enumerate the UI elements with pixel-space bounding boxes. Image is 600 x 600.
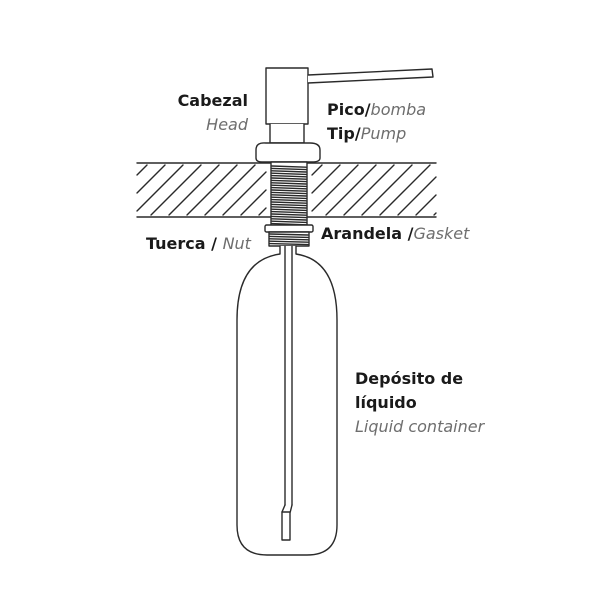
- countertop: [136, 162, 437, 218]
- thread-line: [271, 210, 307, 214]
- thread-line: [271, 179, 307, 183]
- thread-line: [271, 208, 307, 212]
- thread-line: [271, 198, 307, 202]
- tip-label-line2: Tip/Pump: [327, 124, 407, 143]
- nut-thread-line: [269, 235, 309, 239]
- hatch-line: [415, 194, 437, 216]
- hatch-line: [168, 164, 220, 216]
- hatch-line: [433, 212, 437, 216]
- hatch-line: [397, 176, 437, 216]
- nut-thread-line: [269, 233, 309, 236]
- container-label: Depósito de líquido Liquid container: [355, 367, 484, 439]
- head-label-en: Head: [206, 115, 248, 134]
- nut-thread-line: [269, 238, 309, 241]
- thread-line: [271, 186, 307, 190]
- hatch-line: [136, 164, 184, 212]
- thread-line: [271, 170, 307, 173]
- tip-label: Pico/bomba Tip/Pump: [327, 98, 426, 146]
- hatch-line: [186, 164, 238, 216]
- threaded-shank: [270, 161, 308, 227]
- container-label-es2: líquido: [355, 393, 417, 412]
- thread-line: [271, 220, 307, 224]
- gasket: [264, 224, 314, 233]
- hatch-line: [136, 164, 148, 176]
- hatch-line: [204, 164, 256, 216]
- hatch-line: [361, 164, 413, 216]
- thread-line: [271, 172, 307, 176]
- thread-line: [271, 206, 307, 209]
- hatch-line: [136, 164, 166, 194]
- pump-tube: [281, 245, 293, 541]
- dispenser-head: [255, 67, 434, 163]
- thread-line: [271, 165, 307, 168]
- hatch-line: [150, 164, 202, 216]
- hatch-line: [311, 164, 341, 194]
- hatch-line: [379, 164, 431, 216]
- thread-line: [271, 182, 307, 185]
- nut-thread-line: [269, 242, 309, 246]
- head-label: Cabezal Head: [150, 89, 248, 137]
- hatch-line: [343, 164, 395, 216]
- gasket-label: Arandela /Gasket: [321, 224, 470, 243]
- thread-line: [271, 213, 307, 216]
- nut-label: Tuerca / Nut: [146, 234, 251, 253]
- thread-line: [271, 174, 307, 178]
- liquid-container: [236, 245, 338, 556]
- tip-label-line1: Pico/bomba: [327, 100, 427, 119]
- thread-line: [271, 191, 307, 195]
- thread-line: [271, 167, 307, 171]
- container-label-es1: Depósito de: [355, 369, 464, 388]
- hatch-line: [311, 164, 323, 176]
- thread-line: [271, 189, 307, 192]
- nut: [268, 231, 310, 247]
- hatch-line: [240, 189, 267, 216]
- nut-thread-line: [269, 240, 309, 243]
- hatch-line: [222, 171, 267, 216]
- head-label-es: Cabezal: [177, 91, 248, 110]
- thread-line: [271, 196, 307, 200]
- hatch-line: [325, 164, 377, 216]
- thread-line: [271, 177, 307, 180]
- thread-line: [271, 215, 307, 219]
- container-label-en: Liquid container: [355, 417, 485, 436]
- countertop-hatching: [136, 164, 437, 216]
- hatch-line: [258, 207, 267, 216]
- thread-line: [271, 201, 307, 204]
- thread-line: [271, 184, 307, 188]
- hatch-line: [311, 164, 359, 212]
- thread-line: [271, 218, 307, 221]
- thread-line: [271, 194, 307, 197]
- thread-line: [271, 203, 307, 207]
